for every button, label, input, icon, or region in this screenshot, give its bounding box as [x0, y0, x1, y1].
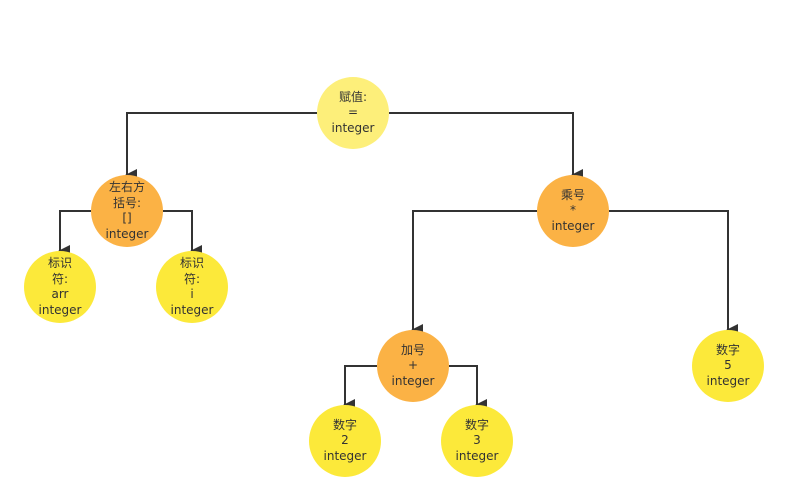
node-label-line: 3 [473, 433, 481, 448]
node-label-line: 乘号 [560, 187, 585, 202]
node-label-line: 符: [51, 271, 69, 286]
node-label-line: integer [551, 218, 595, 233]
node-label-line: + [407, 358, 419, 373]
node-label-line: integer [331, 120, 375, 135]
assignment-node: 赋值:=integer [317, 77, 389, 149]
node-label-line: [] [122, 211, 132, 225]
node-label-line: 赋值: [338, 89, 368, 104]
node-label-line: integer [455, 448, 499, 463]
add-node: 加号+integer [377, 330, 449, 402]
node-label-line: 标识 [179, 256, 204, 270]
edge-assign-to-multiply [389, 112, 583, 181]
node-label-line: 标识 [47, 256, 72, 270]
node-label-line: 加号 [400, 342, 425, 357]
node-label-line: integer [105, 226, 149, 241]
node-label-line: 括号: [112, 195, 142, 210]
node-label-line: integer [391, 373, 435, 388]
multiply-node: 乘号*integer [537, 175, 609, 247]
node-label-line: 数字 [332, 417, 357, 432]
bracket-node: 左右方括号:[]integer [91, 175, 163, 247]
edge-multiply-to-num5 [609, 210, 738, 336]
edge-add-to-num2 [343, 365, 377, 411]
node-label-line: 符: [183, 271, 201, 286]
node-label-line: 左右方 [108, 180, 145, 194]
edge-bracket-to-id_arr [58, 210, 91, 257]
edge-add-to-num3 [449, 365, 487, 411]
node-label-line: 5 [724, 358, 732, 373]
node-label-line: 数字 [715, 342, 740, 357]
node-label-line: integer [38, 302, 82, 317]
node-label-line: * [570, 203, 576, 218]
node-label-line: integer [706, 373, 750, 388]
node-label-line: i [190, 287, 194, 301]
node-label-line: 数字 [464, 417, 489, 432]
edge-multiply-to-add [411, 210, 537, 336]
tree-edges [58, 112, 738, 411]
node-label-line: = [347, 105, 359, 120]
edge-assign-to-bracket [125, 112, 317, 181]
node-label-line: 2 [341, 433, 349, 448]
node-label-line: integer [170, 302, 214, 317]
edge-bracket-to-id_i [163, 210, 202, 257]
node-label-line: integer [323, 448, 367, 463]
node-label-line: arr [51, 287, 69, 301]
